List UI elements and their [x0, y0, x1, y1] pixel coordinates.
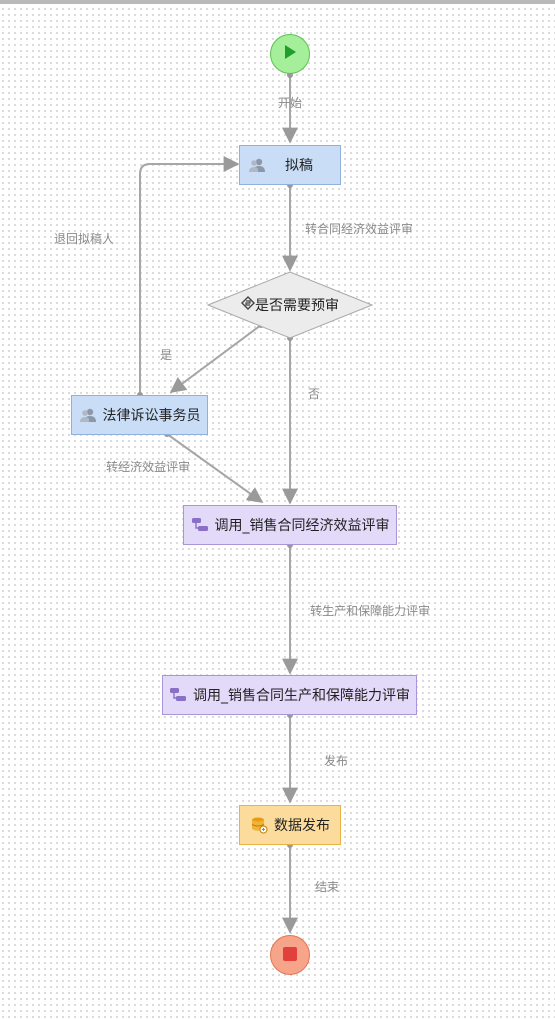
- edge-legal-to-economic: [166, 433, 264, 503]
- task-legal-label: 法律诉讼事务员: [102, 408, 201, 424]
- edge-label-to-economic: 转合同经济效益评审: [305, 222, 414, 236]
- edge-return-drafter: [139, 156, 240, 395]
- subprocess-economic-review-label: 调用_销售合同经济效益评审: [214, 518, 390, 534]
- edge-label-legal-to-economic: 转经济效益评审: [106, 460, 191, 474]
- subprocess-production-review-label: 调用_销售合同生产和保障能力评审: [193, 688, 410, 704]
- edge-label-return-drafter: 退回拟稿人: [54, 232, 115, 246]
- task-publish-label: 数据发布: [274, 818, 330, 834]
- task-draft[interactable]: 拟稿: [239, 145, 341, 185]
- gateway-icon: [241, 296, 255, 314]
- subprocess-icon: [191, 517, 209, 533]
- edge-label-yes: 是: [160, 348, 173, 362]
- stop-icon: [283, 946, 297, 965]
- task-publish[interactable]: 数据发布: [239, 805, 341, 845]
- database-icon: [250, 816, 268, 834]
- edge-label-to-production: 转生产和保障能力评审: [310, 604, 431, 618]
- users-icon: [248, 157, 266, 173]
- task-draft-label: 拟稿: [285, 158, 313, 174]
- subprocess-production-review[interactable]: 调用_销售合同生产和保障能力评审: [162, 675, 417, 715]
- play-icon: [282, 44, 298, 64]
- users-icon: [79, 407, 97, 423]
- edge-label-start: 开始: [278, 96, 303, 110]
- top-border: [0, 0, 555, 4]
- subprocess-economic-review[interactable]: 调用_销售合同经济效益评审: [183, 505, 397, 545]
- task-legal[interactable]: 法律诉讼事务员: [71, 395, 208, 435]
- subprocess-icon: [169, 687, 187, 703]
- gateway-review[interactable]: 是否需要预审: [208, 272, 372, 338]
- gateway-review-label: 是否需要预审: [255, 298, 339, 314]
- decision-diamond: [206, 271, 374, 339]
- edge-label-end: 结束: [315, 880, 340, 894]
- edge-yes: [169, 324, 262, 393]
- start-event[interactable]: [270, 34, 310, 74]
- edge-label-no: 否: [308, 387, 321, 401]
- edge-label-publish: 发布: [324, 754, 349, 768]
- end-event[interactable]: [270, 935, 310, 975]
